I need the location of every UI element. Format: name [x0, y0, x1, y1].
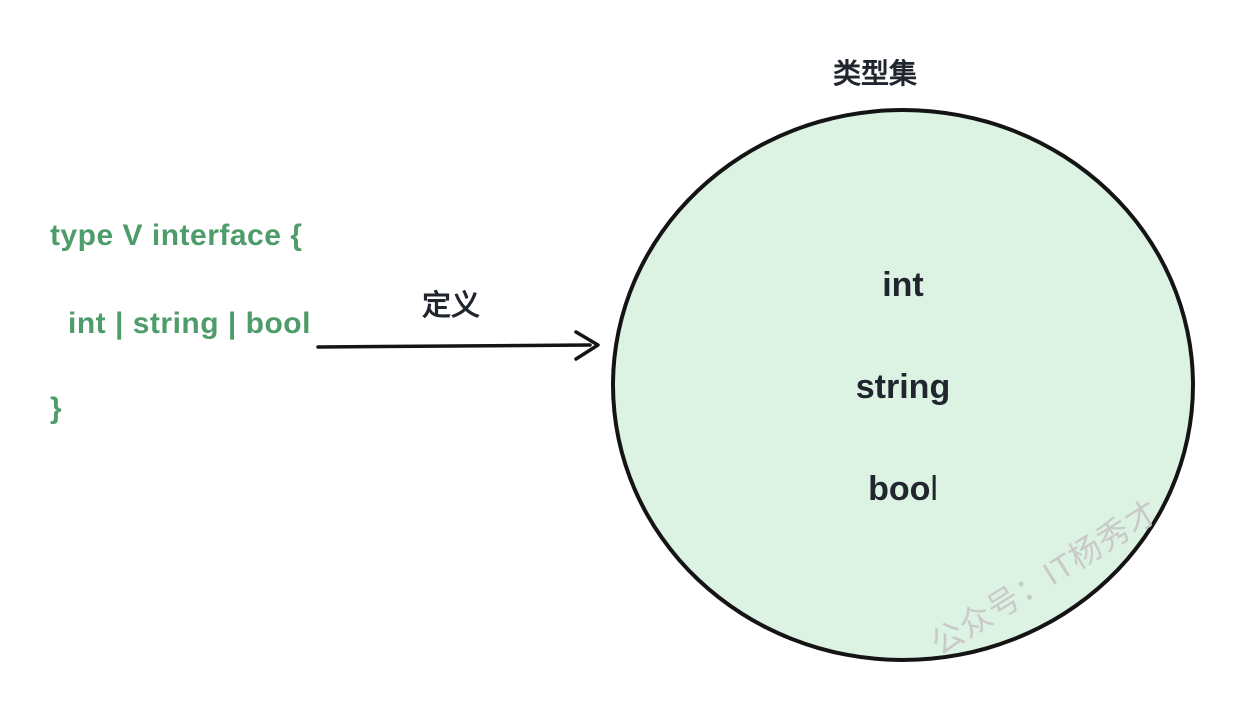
type-item-int: int	[611, 268, 1195, 302]
type-set-title: 类型集	[832, 58, 918, 89]
arrow-label: 定义	[421, 290, 481, 322]
type-item-string: string	[611, 370, 1195, 404]
type-item-int-label: int	[882, 266, 924, 304]
type-item-bool-label: boo	[868, 470, 931, 508]
type-item-bool: bool	[611, 472, 1195, 506]
arrow-line	[316, 343, 592, 349]
type-item-bool-suffix: l	[930, 470, 938, 508]
type-set-circle	[611, 108, 1195, 662]
type-item-string-label: string	[855, 368, 951, 406]
definition-arrow	[316, 330, 600, 361]
arrow-head-icon	[574, 330, 600, 361]
code-line-union-types: int | string | bool	[68, 307, 311, 340]
code-line-closing-brace: }	[50, 392, 63, 425]
code-line-type-declaration: type V interface {	[50, 219, 303, 252]
